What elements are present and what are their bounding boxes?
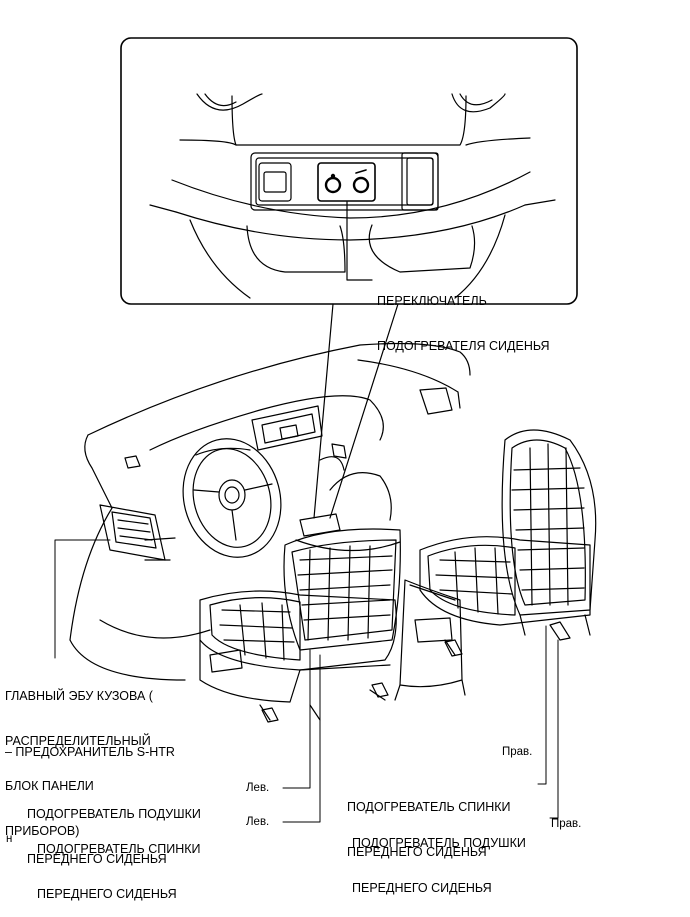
- label-line: ПЕРЕДНЕГО СИДЕНЬЯ: [37, 887, 177, 901]
- main-body-ecu-label: ГЛАВНЫЙ ЭБУ КУЗОВА ( РАСПРЕДЕЛИТЕЛЬНЫЙ Б…: [5, 659, 153, 854]
- label-line: ПРИБОРОВ): [5, 824, 80, 838]
- left-marker-1: Лев.: [246, 782, 270, 794]
- inset-callout-box: [120, 37, 578, 305]
- label-line: ПЕРЕКЛЮЧАТЕЛЬ: [377, 294, 487, 308]
- label-line: ПОДОГРЕВАТЕЛЬ СПИНКИ: [37, 842, 201, 856]
- label-leader-lines: [54, 539, 559, 823]
- callout-leader-lines: [313, 303, 399, 519]
- seat-heater-switch-label: ПЕРЕКЛЮЧАТЕЛЬ ПОДОГРЕВАТЕЛЯ СИДЕНЬЯ: [377, 264, 550, 369]
- front-seat-cushion-heater-right-label: ПОДОГРЕВАТЕЛЬ ПОДУШКИ ПЕРЕДНЕГО СИДЕНЬЯ: [352, 806, 526, 911]
- diagram-artwork: [54, 37, 597, 823]
- right-marker-2: Прав.: [551, 818, 582, 830]
- corner-mark: н: [6, 833, 13, 845]
- right-front-seat-drawing: [394, 429, 597, 701]
- label-line: ГЛАВНЫЙ ЭБУ КУЗОВА (: [5, 689, 153, 703]
- fuse-label: – ПРЕДОХРАНИТЕЛЬ S-HTR: [5, 745, 175, 759]
- label-line: БЛОК ПАНЕЛИ: [5, 779, 94, 793]
- label-line: ПОДОГРЕВАТЕЛЬ ПОДУШКИ: [352, 836, 526, 850]
- front-seat-back-heater-left-label: ПОДОГРЕВАТЕЛЬ СПИНКИ ПЕРЕДНЕГО СИДЕНЬЯ: [37, 812, 201, 917]
- right-marker-1: Прав.: [502, 746, 533, 758]
- label-line: ПОДОГРЕВАТЕЛЬ ПОДУШКИ: [27, 807, 201, 821]
- label-line: ПОДОГРЕВАТЕЛЯ СИДЕНЬЯ: [377, 339, 550, 353]
- label-line: РАСПРЕДЕЛИТЕЛЬНЫЙ: [5, 734, 151, 748]
- left-front-seat-drawing: [199, 472, 401, 723]
- left-marker-2: Лев.: [246, 816, 270, 828]
- label-line: ПЕРЕДНЕГО СИДЕНЬЯ: [352, 881, 492, 895]
- dashboard-drawing: [69, 342, 471, 681]
- label-line: ПОДОГРЕВАТЕЛЬ СПИНКИ: [347, 800, 511, 814]
